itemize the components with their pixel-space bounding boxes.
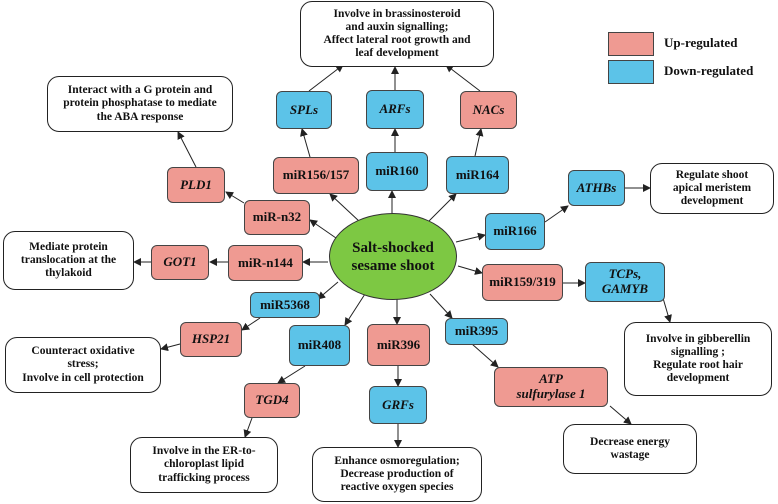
function-box-meristem: Regulate shoot apical meristem developme… [650, 163, 774, 214]
arrow-mir166-athbs [544, 205, 569, 223]
arrow-center-mir159 [457, 265, 483, 275]
target-got1: GOT1 [151, 245, 209, 280]
function-box-energy: Decrease energy wastage [563, 424, 697, 474]
function-box-thylakoid: Mediate protein translocation at the thy… [3, 231, 134, 290]
arrow-center-mir395 [429, 293, 453, 319]
function-box-aba: Interact with a G protein and protein ph… [47, 76, 233, 132]
mirna-mir396: miR396 [367, 324, 430, 366]
center-line2: sesame shoot [351, 257, 435, 274]
target-spls: SPLs [276, 91, 332, 129]
arrow-center-mir166 [455, 232, 486, 243]
legend-up-label: Up-regulated [664, 35, 738, 50]
arrow-pld1-aba [177, 131, 197, 168]
mirna-mir5368: miR5368 [250, 292, 320, 318]
arrow-center-mir164 [427, 193, 457, 223]
arrow-spls-auxin [308, 64, 344, 92]
mirna-mir408: miR408 [289, 325, 350, 366]
mirna-mir395: miR395 [445, 318, 508, 345]
arrow-center-mir408 [344, 293, 366, 326]
mirna-mir164: miR164 [446, 156, 509, 194]
function-box-osmo: Enhance osmoregulation; Decrease product… [312, 447, 482, 502]
arrow-mir156-spls [300, 128, 311, 158]
legend-down-swatch [608, 60, 654, 84]
mirna-mir166: miR166 [485, 213, 545, 250]
legend-up-swatch [608, 32, 654, 56]
arrow-nacs-auxin [445, 64, 481, 92]
function-box-lipid: Involve in the ER-to- chloroplast lipid … [130, 437, 278, 493]
function-box-gibberellin: Involve in gibberellin signalling ; Regu… [624, 322, 772, 396]
mirna-mir-n32: miR-n32 [244, 200, 310, 235]
legend-down-label: Down-regulated [664, 63, 754, 78]
arrow-center-mirn32 [309, 219, 337, 239]
mirna-mir156-157: miR156/157 [273, 157, 359, 194]
target-nacs: NACs [460, 91, 517, 129]
arrow-mirn32-pld1 [225, 191, 245, 204]
arrow-mir408-tgd4 [277, 365, 306, 384]
target-athbs: ATHBs [568, 170, 625, 206]
arrow-hsp21-oxidative [160, 343, 181, 352]
center-node-salt-shocked-sesame-shoot: Salt-shocked sesame shoot [329, 213, 457, 300]
target-tcps-gamyb: TCPs, GAMYB [585, 262, 665, 302]
arrow-tgd4-lipid [243, 417, 253, 438]
arrow-center-mir156 [329, 193, 361, 223]
function-box-oxidative: Counteract oxidative stress; Involve in … [5, 337, 161, 393]
target-hsp21: HSP21 [180, 322, 242, 357]
target-atp-sulfurylase: ATP sulfurylase 1 [494, 367, 608, 407]
arrow-tcps-gibberellin [662, 297, 672, 323]
target-arfs: ARFs [366, 90, 424, 129]
mirna-mir159-319: miR159/319 [482, 264, 563, 301]
arrow-mir164-nacs [474, 128, 484, 157]
center-line1: Salt-shocked [352, 239, 434, 256]
arrow-mir5368-hsp21 [241, 317, 261, 331]
arrow-atp-energy [609, 405, 632, 425]
arrow-center-mir5368 [317, 281, 339, 300]
target-grfs: GRFs [369, 386, 427, 424]
mirna-mir-n144: miR-n144 [228, 245, 303, 281]
target-tgd4: TGD4 [244, 383, 300, 418]
target-pld1: PLD1 [167, 167, 225, 203]
mirna-mir160: miR160 [366, 152, 428, 191]
function-box-auxin: Involve in brassinosteroid and auxin sig… [300, 1, 494, 67]
arrow-mir395-atp [471, 343, 499, 368]
